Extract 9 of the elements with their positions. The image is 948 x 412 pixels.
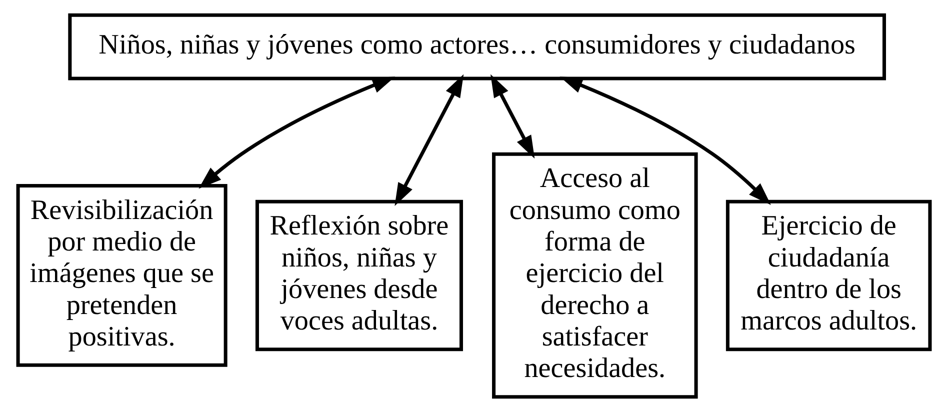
node-box: Niños, niñas y jóvenes como actores… consumidores y ciudadanos <box>68 13 886 80</box>
arrow <box>490 74 535 159</box>
arrow <box>198 76 396 189</box>
node-box: Ejercicio de ciudadanía dentro de los marcos adultos. <box>726 200 932 352</box>
node-box: Reflexión sobre niños, niñas y jóvenes desde voces adultas. <box>255 200 463 352</box>
arrow <box>560 76 771 206</box>
node-box: Acceso al consumo como forma de ejercicio del derecho a satisfacer necesidades. <box>492 152 698 399</box>
arrow <box>394 74 464 206</box>
node-box: Revisibilización por medio de imágenes que se pretenden positivas. <box>16 184 228 367</box>
